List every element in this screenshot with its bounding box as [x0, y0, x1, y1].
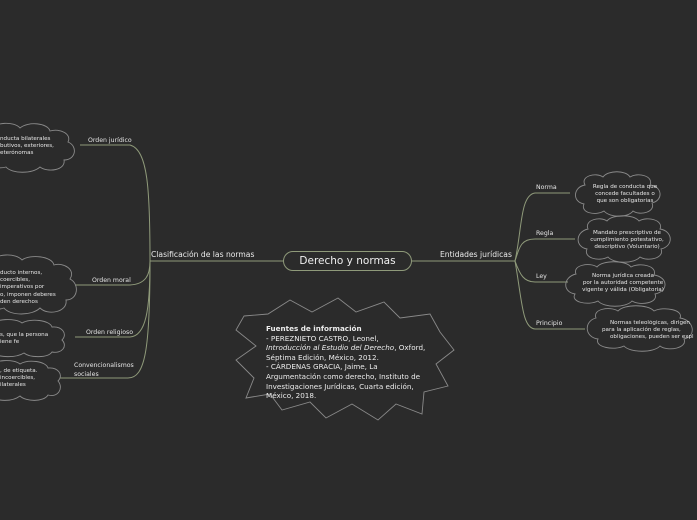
topic-norma[interactable]: Norma — [536, 184, 557, 191]
connector-ley — [514, 260, 568, 283]
ref1-line3: Séptima Edición, México, 2012. — [266, 352, 379, 362]
connector-regla — [514, 238, 575, 262]
connector-convencionalismos — [60, 260, 151, 379]
topic-convencionalismos[interactable]: Convencionalismos sociales — [74, 361, 134, 379]
note-orden-juridico: nducta bilaterales butivos, exteriores, … — [0, 136, 54, 158]
cloud-orden-juridico — [0, 122, 75, 173]
topic-convencionalismos-line1: Convencionalismos — [74, 362, 134, 369]
cloud-convencionalismos — [0, 360, 61, 401]
note-line: vigente y válida (Obligatoria) — [582, 287, 664, 294]
note-line: butivos, exteriores, — [0, 143, 54, 150]
topic-orden-moral[interactable]: Orden moral — [92, 277, 131, 284]
ref2-line3: Investigaciones Jurídicas, Cuarta edició… — [266, 381, 414, 391]
sources-text: Fuentes de información - PEREZNIETO CAST… — [266, 324, 425, 401]
note-line: cumplimiento potestativo, — [590, 237, 664, 244]
ref1-rest: , Oxford, — [394, 343, 426, 353]
cloud-principio — [586, 305, 693, 352]
cloud-ley — [565, 261, 666, 307]
note-ley: Norma jurídica creada por la autoridad c… — [576, 273, 670, 295]
note-line: Regla de conducta que — [592, 184, 658, 190]
connector-orden-religioso — [75, 260, 151, 338]
note-line: s, que la persona — [0, 332, 49, 338]
sources-burst — [235, 297, 455, 421]
note-line: obligaciones, pueden ser expl — [610, 334, 694, 341]
topic-orden-juridico[interactable]: Orden jurídico — [88, 137, 132, 144]
connector-orden-juridico — [80, 144, 151, 262]
note-line: concede facultades o — [595, 191, 655, 198]
branch-clasificacion[interactable]: Clasificación de las normas — [151, 250, 255, 259]
note-line: por la autoridad competente — [582, 280, 664, 287]
note-line: nducta bilaterales — [0, 136, 51, 142]
note-line: ducto internos, — [0, 270, 43, 276]
cloud-orden-religioso — [0, 319, 65, 358]
topic-regla[interactable]: Regla — [536, 230, 554, 237]
connector-principio — [514, 260, 585, 330]
note-line: imperativos por — [0, 284, 45, 291]
note-line: o, imponen deberes — [0, 291, 56, 298]
note-line: coercibles, — [0, 277, 30, 284]
note-line: que son obligatorias — [596, 198, 654, 205]
note-regla: Mandato prescriptivo de cumplimiento pot… — [586, 230, 668, 252]
note-line: incoercibles, — [0, 375, 36, 382]
note-line: iene fe — [0, 339, 20, 346]
note-line: Normas teleológicas, dirigen — [610, 320, 690, 326]
topic-principio[interactable]: Principio — [536, 320, 563, 327]
cloud-regla — [577, 215, 671, 263]
ref2-line1: - CÁRDENAS GRACIA, Jaime, La — [266, 362, 378, 372]
ref2-line2: Argumentación como derecho, Instituto de — [266, 371, 421, 381]
note-norma: Regla de conducta que concede facultades… — [589, 184, 661, 206]
note-line: eterónomas — [0, 150, 34, 157]
central-node[interactable]: Derecho y normas — [283, 251, 412, 271]
cloud-orden-moral — [0, 254, 77, 315]
note-line: Norma jurídica creada — [592, 273, 654, 279]
cloud-norma — [575, 171, 661, 217]
note-line: den derechos — [0, 298, 38, 305]
note-line: , de etiqueta. — [0, 368, 38, 374]
central-label: Derecho y normas — [299, 255, 396, 267]
note-line: para la aplicación de reglas, — [602, 327, 681, 334]
sources-title: Fuentes de información — [266, 324, 362, 333]
ref2-line4: México, 2018. — [266, 391, 317, 401]
note-line: ilaterales — [0, 382, 26, 389]
topic-ley[interactable]: Ley — [536, 273, 547, 280]
note-principio: Normas teleológicas, dirigen para la apl… — [598, 320, 697, 342]
note-orden-religioso: s, que la persona iene fe — [0, 332, 48, 346]
connector-norma — [514, 192, 570, 262]
topic-orden-religioso[interactable]: Orden religioso — [86, 329, 134, 336]
note-orden-moral: ducto internos, coercibles, imperativos … — [0, 270, 56, 306]
ref1-title: Introducción al Estudio del Derecho — [266, 343, 395, 353]
ref1-author: - PEREZNIETO CASTRO, Leonel, — [266, 333, 379, 343]
branch-entidades[interactable]: Entidades jurídicas — [440, 250, 512, 259]
note-line: Mandato prescriptivo de — [593, 230, 661, 236]
note-line: descriptivo (Voluntario) — [594, 244, 660, 251]
topic-convencionalismos-line2: sociales — [74, 371, 99, 378]
note-convencionalismos: , de etiqueta. incoercibles, ilaterales — [0, 368, 37, 390]
